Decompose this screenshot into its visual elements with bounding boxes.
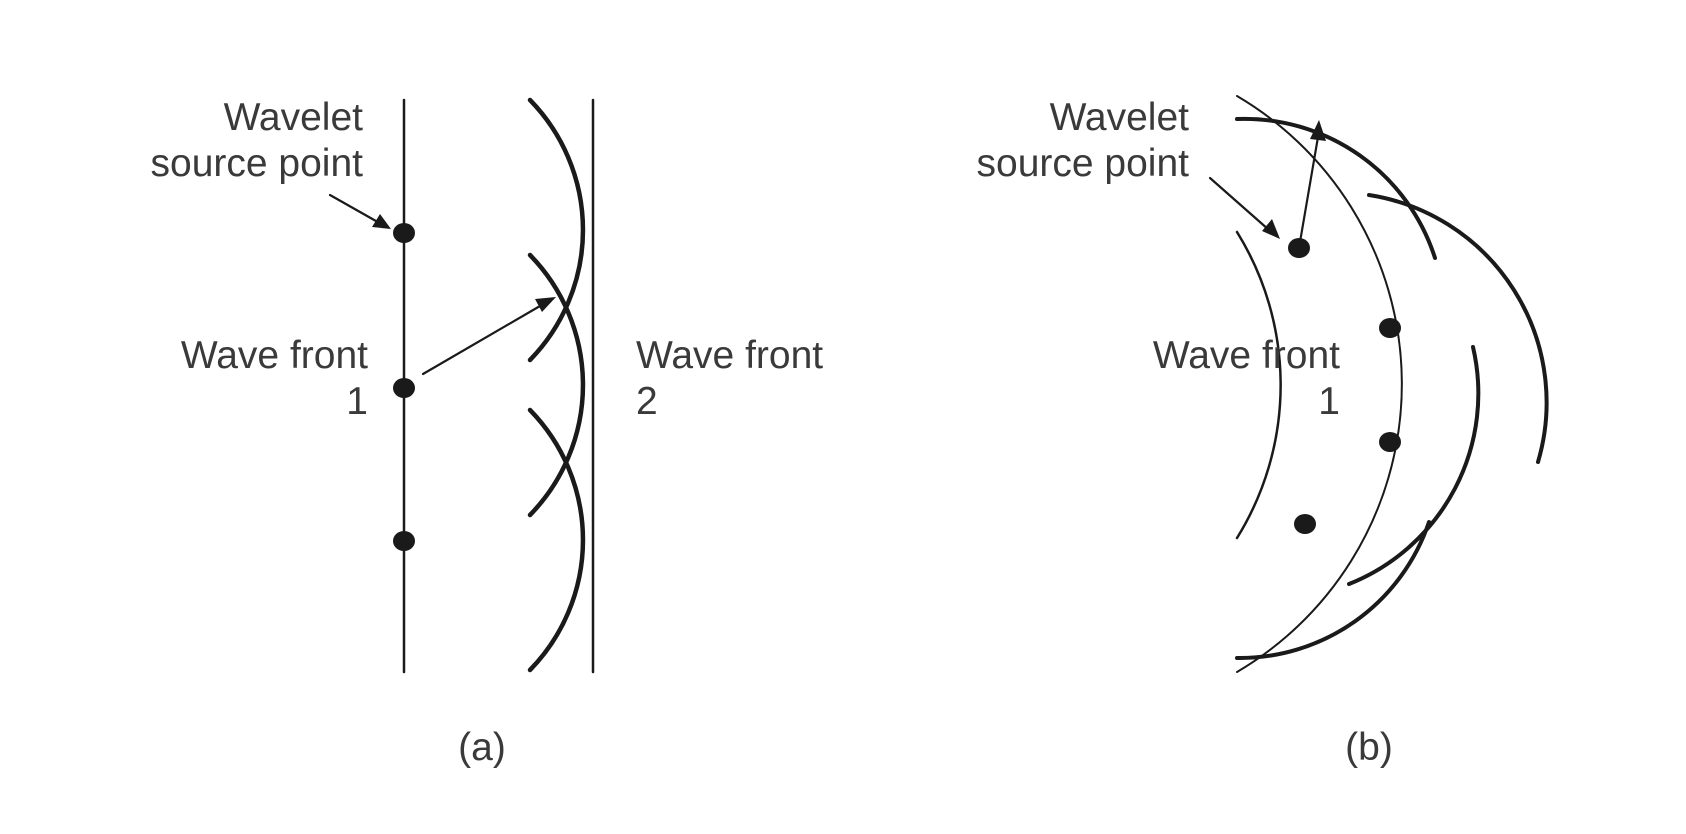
front1-label-line1: Wave front — [1152, 334, 1340, 377]
panel-b-drawing — [1208, 95, 1549, 673]
propagation-arrow-a — [421, 304, 542, 376]
wavelet-arc-4 — [1235, 520, 1431, 661]
panel-a-drawing — [328, 97, 595, 674]
source-label-line1: Wavelet — [223, 96, 363, 139]
pointer-arrowhead-a — [372, 214, 391, 229]
front1-label-line1: Wave front — [180, 334, 368, 377]
wavelet-source-dot — [393, 531, 415, 551]
propagation-arrowhead-a — [535, 297, 556, 312]
panel-b-source-label: Wavelet source point — [977, 95, 1189, 187]
wavelet-source-dot — [1288, 238, 1310, 258]
propagation-arrow-b — [1298, 135, 1320, 244]
wave-front-1-arc — [1235, 230, 1282, 540]
pointer-arrow-a — [328, 193, 385, 227]
source-label-line1: Wavelet — [1049, 96, 1189, 139]
front2-label-line2: 2 — [636, 380, 658, 423]
wavelet-source-dot — [1294, 514, 1316, 534]
wave-front-2-arc — [1236, 95, 1403, 673]
panel-b-wave-front-1-label: Wave front 1 — [1153, 333, 1340, 425]
wavelet-source-dot — [1379, 318, 1401, 338]
front2-label-line1: Wave front — [636, 334, 824, 377]
source-label-line2: source point — [150, 142, 363, 185]
pointer-arrow-b — [1208, 176, 1271, 232]
panel-b-caption: (b) — [1345, 726, 1393, 769]
wavelet-arc-3 — [1347, 345, 1481, 586]
source-label-line2: source point — [976, 142, 1189, 185]
wavelet-arc-bottom — [527, 407, 586, 673]
panel-a-wave-front-1-label: Wave front 1 — [181, 333, 368, 425]
wavelet-arc-2 — [1367, 193, 1549, 464]
front1-label-line2: 1 — [1318, 380, 1340, 423]
wavelet-source-dot — [1379, 432, 1401, 452]
wavelet-source-dot — [393, 223, 415, 243]
front1-label-line2: 1 — [346, 380, 368, 423]
pointer-arrowhead-b — [1262, 219, 1280, 239]
propagation-arrowhead-b — [1310, 120, 1326, 141]
wavelet-arc-1 — [1235, 116, 1437, 260]
wavelet-arc-top — [527, 97, 586, 363]
panel-a-caption: (a) — [458, 726, 506, 769]
panel-a-source-label: Wavelet source point — [151, 95, 363, 187]
panel-a-wave-front-2-label: Wave front 2 — [636, 333, 823, 425]
wavelet-source-dot — [393, 378, 415, 398]
wavelet-arc-middle — [527, 252, 586, 518]
